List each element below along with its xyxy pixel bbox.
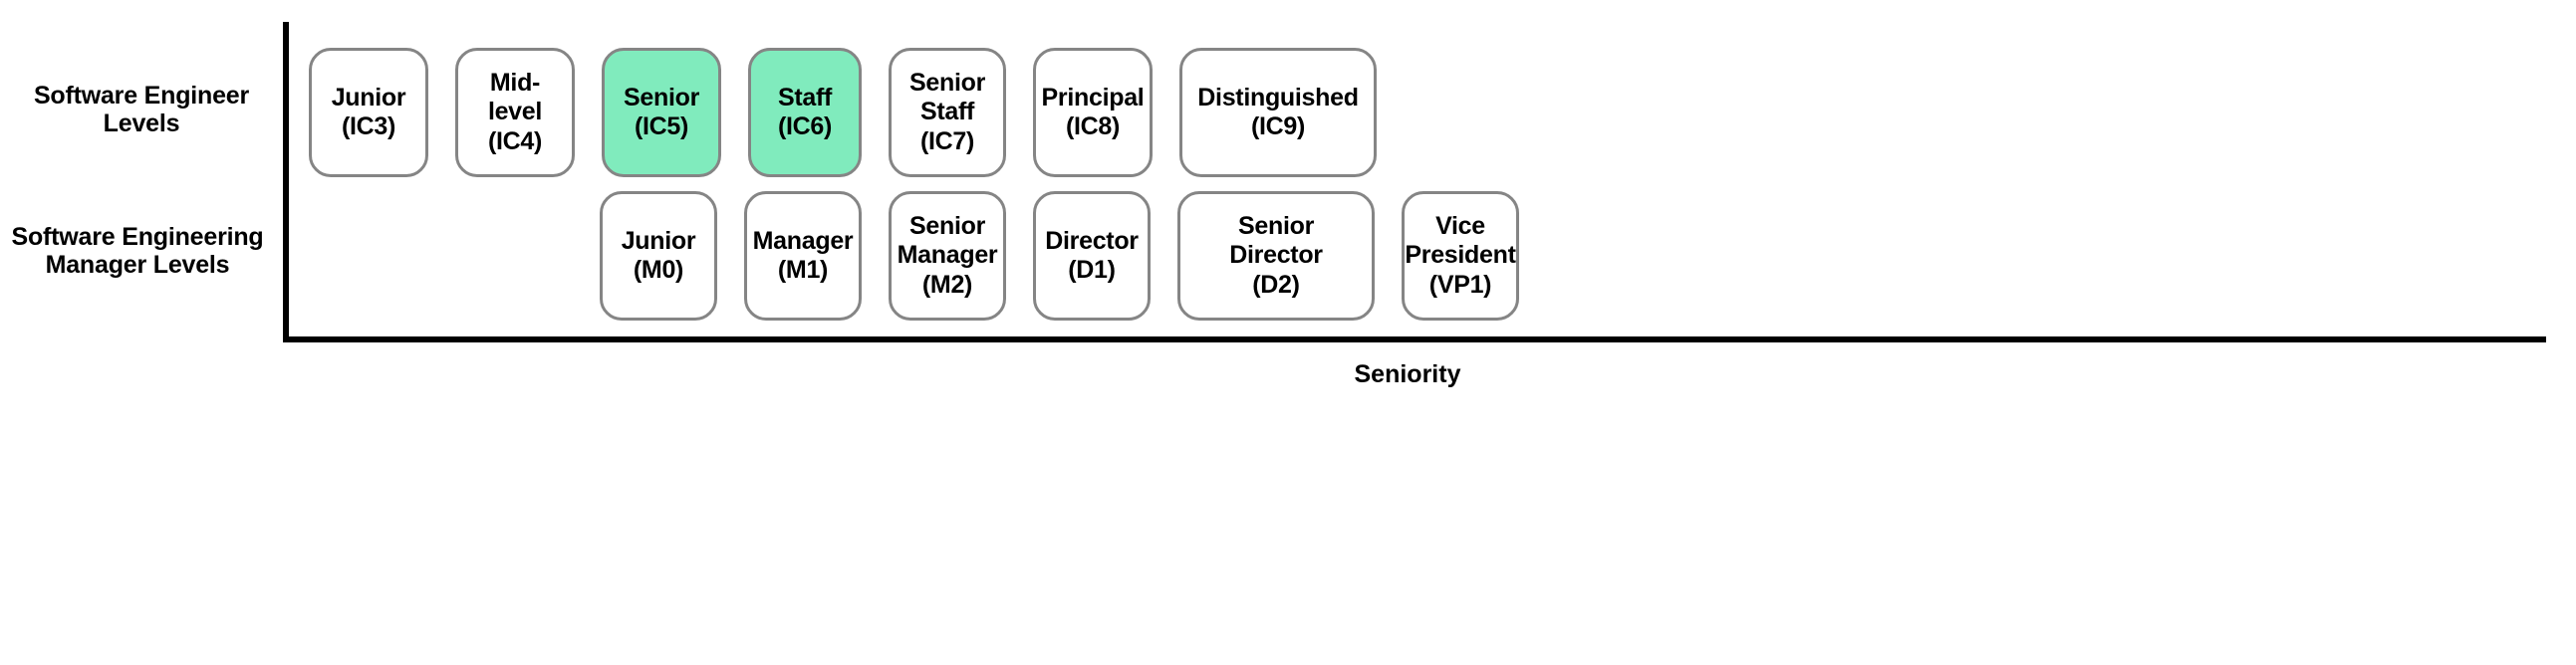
level-box-ic7[interactable]: Senior Staff(IC7): [889, 48, 1006, 177]
level-box-code: (D1): [1068, 256, 1116, 284]
level-box-title: Senior: [624, 83, 699, 111]
level-box-code: (D2): [1252, 270, 1300, 299]
level-box-m0[interactable]: Junior(M0): [600, 191, 717, 321]
level-box-code: (M1): [777, 256, 829, 284]
level-box-code: (VP1): [1428, 270, 1492, 299]
level-box-title: Staff: [777, 83, 833, 111]
level-box-ic9[interactable]: Distinguished(IC9): [1179, 48, 1377, 177]
y-axis-line: [283, 22, 289, 342]
row-label-line: Software Engineer: [33, 82, 250, 110]
level-box-content: Director(D1): [1045, 226, 1139, 286]
level-box-content: Junior(IC3): [332, 84, 406, 142]
level-box-title: Senior Director: [1229, 211, 1323, 270]
x-axis-title: Seniority: [0, 360, 2576, 389]
level-box-content: Senior Manager(M2): [898, 212, 998, 301]
level-box-content: Mid-level(IC4): [466, 69, 564, 157]
x-axis-title-text: Seniority: [1354, 360, 1461, 388]
level-box-vp1[interactable]: Vice President(VP1): [1402, 191, 1519, 321]
level-box-title: Manager: [752, 226, 854, 255]
level-box-code: (IC3): [341, 112, 396, 140]
level-box-title: Principal: [1041, 83, 1145, 111]
level-box-code: (IC9): [1250, 112, 1306, 140]
level-box-content: Principal(IC8): [1042, 84, 1145, 142]
level-box-d1[interactable]: Director(D1): [1033, 191, 1151, 321]
level-box-title: Senior Manager: [897, 211, 998, 270]
row-software-engineering-manager-levels: Junior(M0) Manager(M1) Senior Manager(M2) D…: [600, 191, 1519, 321]
level-box-ic3[interactable]: Junior(IC3): [309, 48, 428, 177]
level-box-title: Vice President: [1405, 211, 1516, 270]
row-software-engineer-levels: Junior(IC3) Mid-level(IC4) Senior(IC5) Staf…: [309, 48, 1377, 177]
level-box-content: Manager(M1): [753, 227, 854, 286]
level-box-content: Senior Director(D2): [1188, 212, 1364, 301]
level-box-m1[interactable]: Manager(M1): [744, 191, 862, 321]
level-box-ic5[interactable]: Senior(IC5): [602, 48, 721, 177]
x-axis-line: [283, 336, 2546, 342]
level-box-code: (IC7): [919, 126, 975, 155]
level-box-ic4[interactable]: Mid-level(IC4): [455, 48, 575, 177]
level-box-title: Mid-level: [487, 68, 543, 126]
level-box-content: Distinguished(IC9): [1197, 83, 1359, 142]
level-box-d2[interactable]: Senior Director(D2): [1177, 191, 1375, 321]
level-box-title: Junior: [621, 226, 696, 255]
row-label-line: Software Engineering: [11, 223, 264, 251]
level-box-code: (M0): [633, 256, 684, 284]
level-box-content: Vice President(VP1): [1405, 211, 1516, 301]
level-box-title: Senior Staff: [909, 68, 985, 126]
level-box-title: Junior: [331, 83, 406, 111]
row-label-line: Levels: [103, 110, 180, 138]
level-box-title: Distinguished: [1197, 83, 1359, 111]
level-box-content: Senior Staff(IC7): [900, 69, 995, 157]
level-box-ic8[interactable]: Principal(IC8): [1033, 48, 1153, 177]
level-box-code: (IC4): [487, 126, 543, 155]
level-box-ic6[interactable]: Staff(IC6): [748, 48, 862, 177]
level-box-code: (IC8): [1065, 112, 1121, 140]
level-box-code: (IC6): [777, 112, 833, 140]
level-box-code: (M2): [921, 270, 973, 299]
level-box-content: Staff(IC6): [778, 84, 832, 142]
level-box-title: Director: [1045, 226, 1139, 255]
level-box-code: (IC5): [634, 112, 689, 140]
level-box-content: Junior(M0): [622, 227, 696, 286]
row-label-line: Manager Levels: [45, 251, 230, 280]
level-box-content: Senior(IC5): [624, 84, 699, 142]
level-box-m2[interactable]: Senior Manager(M2): [889, 191, 1006, 321]
